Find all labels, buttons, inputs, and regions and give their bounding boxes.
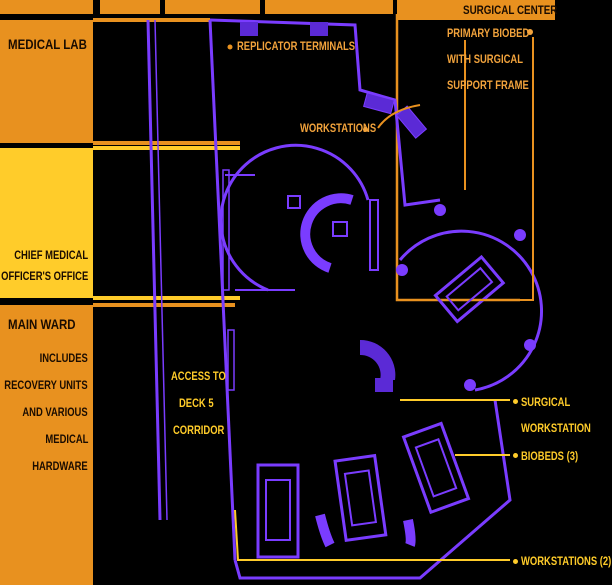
surgical-center-title: SURGICAL CENTER (463, 3, 558, 17)
main-ward-desc-line: HARDWARE (32, 461, 88, 473)
cmo-office-wall (219, 143, 370, 292)
replicator-callout: REPLICATOR TERMINALS (237, 41, 356, 53)
surgical-workstation (360, 339, 396, 380)
cmo-office-title-line2: OFFICER'S OFFICE (0, 271, 88, 283)
callout-bullet (363, 127, 368, 132)
header-bar-1 (100, 0, 160, 14)
cmo-chair (332, 221, 348, 237)
workstations-leader (377, 104, 421, 129)
support-pillar (434, 204, 446, 216)
callout-bullet (513, 399, 518, 404)
surgical-center-bar (397, 0, 555, 20)
main-ward-desc-line: MEDICAL (45, 434, 88, 446)
biobed (333, 453, 388, 543)
cmo-desk (300, 193, 354, 273)
workstation (403, 519, 416, 547)
biobeds-callout: BIOBEDS (3) (521, 451, 579, 463)
access-callout-line: ACCESS TO (171, 371, 226, 383)
workstations-bottom-callout: WORKSTATIONS (2) (521, 556, 612, 568)
door (227, 329, 235, 391)
header-bar-2 (165, 0, 260, 14)
support-pillar (464, 379, 476, 391)
sidebar-top-cap (0, 0, 93, 14)
callout-bullet (513, 559, 518, 564)
room-outline-bottom (233, 399, 512, 580)
cmo-office-doorframe (225, 174, 295, 291)
access-callout-line: DECK 5 (179, 398, 214, 410)
workstation (315, 513, 335, 548)
surgical-bay-wall (398, 229, 543, 392)
access-callout-line: CORRIDOR (173, 425, 225, 437)
callout-bullet (513, 453, 518, 458)
cmo-chair (287, 195, 301, 209)
support-pillar (524, 339, 536, 351)
support-pillar (514, 229, 526, 241)
surgical-workstation-callout-line: SURGICAL (521, 397, 571, 409)
main-ward-panel (0, 305, 93, 585)
main-ward-title: MAIN WARD (8, 316, 76, 332)
corridor-wall-left (146, 19, 162, 521)
biobed-desc-line: WITH SURGICAL (447, 54, 523, 66)
biobed-leader-line (480, 37, 534, 301)
replicator-terminal (240, 22, 258, 36)
biobed-desc-line: SUPPORT FRAME (447, 80, 529, 92)
callout-bullet (227, 44, 233, 50)
header-bar-3 (265, 0, 393, 14)
workstations-top-callout: WORKSTATIONS (300, 123, 377, 135)
cmo-office-partition (369, 199, 379, 271)
surgical-workstation (375, 378, 393, 392)
main-ward-desc-line: RECOVERY UNITS (4, 380, 88, 392)
medical-lab-title: MEDICAL LAB (8, 36, 87, 52)
cmo-office-title-line1: CHIEF MEDICAL (14, 250, 88, 262)
medical-lab-panel (0, 20, 93, 143)
main-ward-desc-line: AND VARIOUS (22, 407, 88, 419)
workstations-bottom-leader (234, 509, 510, 561)
main-ward-desc-line: INCLUDES (39, 353, 88, 365)
corridor-wall-left-inner (154, 19, 168, 521)
door (222, 169, 230, 291)
callout-bullet (527, 29, 533, 35)
room-outline-top (209, 18, 441, 207)
biobed-desc-line: PRIMARY BIOBED (447, 28, 530, 40)
support-pillar (396, 264, 408, 276)
biobed (401, 421, 471, 515)
biobed (256, 463, 300, 559)
surgical-workstation-callout-line: WORKSTATION (521, 423, 591, 435)
replicator-terminal (310, 22, 328, 36)
primary-biobed (433, 254, 506, 324)
cmo-office-panel (0, 148, 93, 298)
workstation (363, 92, 395, 115)
